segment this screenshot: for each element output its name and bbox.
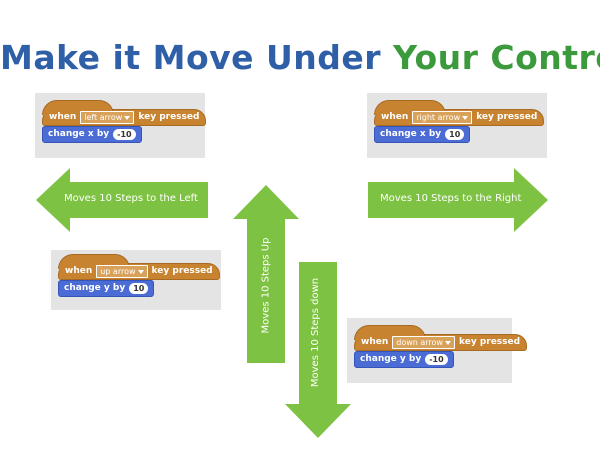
right-arrow-label: Moves 10 Steps to the Right [380,193,522,204]
down-arrow-icon: Moves 10 Steps down [285,262,351,438]
value-input[interactable]: 10 [445,129,465,140]
when-label: when [49,112,77,122]
right-arrow-script-panel: when right arrow key pressed change x by… [367,93,547,158]
dropdown-triangle-icon [124,115,131,120]
title-part-2: Your Control [393,38,600,77]
right-arrow-icon: Moves 10 Steps to the Right [368,168,548,232]
left-arrow-script-panel: when left arrow key pressed change x by … [35,93,207,158]
key-dropdown[interactable]: right arrow [412,111,473,124]
left-arrow-label: Moves 10 Steps to the Left [64,193,198,204]
dropdown-triangle-icon [444,340,451,345]
page-title: Make it Move Under Your Control [0,38,600,77]
value-input[interactable]: -10 [113,129,136,140]
change-x-label: change x by [380,129,442,139]
up-arrow-script-panel: when up arrow key pressed change y by 10 [51,250,221,310]
value-input[interactable]: -10 [425,354,448,365]
key-dropdown-value: down arrow [396,338,443,347]
when-label: when [381,112,409,122]
down-arrow-label: Moves 10 Steps down [310,277,322,388]
when-key-pressed-hat-block[interactable]: when right arrow key pressed [374,100,545,126]
when-label: when [65,266,93,276]
up-arrow-label: Moves 10 Steps Up [260,237,272,334]
key-pressed-label: key pressed [138,112,200,122]
when-key-pressed-hat-block[interactable]: when up arrow key pressed [58,254,220,280]
value-input[interactable]: 10 [129,283,149,294]
change-y-label: change y by [360,354,422,364]
key-pressed-label: key pressed [151,266,213,276]
key-pressed-label: key pressed [476,112,538,122]
change-y-block[interactable]: change y by 10 [58,280,155,297]
change-x-block[interactable]: change x by 10 [374,126,471,143]
key-dropdown-value: right arrow [416,113,461,122]
key-dropdown[interactable]: down arrow [392,336,455,349]
up-arrow-icon: Moves 10 Steps Up [233,185,299,363]
left-arrow-icon: Moves 10 Steps to the Left [36,168,208,232]
down-arrow-script-panel: when down arrow key pressed change y by … [347,318,528,383]
change-x-block[interactable]: change x by -10 [42,126,142,143]
dropdown-triangle-icon [137,269,144,274]
when-key-pressed-hat-block[interactable]: when left arrow key pressed [42,100,207,126]
when-label: when [361,337,389,347]
when-key-pressed-hat-block[interactable]: when down arrow key pressed [354,325,528,351]
key-dropdown[interactable]: left arrow [80,111,135,124]
key-dropdown-value: left arrow [84,113,123,122]
change-y-block[interactable]: change y by -10 [354,351,454,368]
key-pressed-label: key pressed [458,337,521,347]
key-dropdown[interactable]: up arrow [96,265,148,278]
key-dropdown-value: up arrow [100,267,136,276]
change-x-label: change x by [48,129,110,139]
title-part-1: Make it Move Under [0,38,382,77]
dropdown-triangle-icon [462,115,469,120]
change-y-label: change y by [64,283,126,293]
